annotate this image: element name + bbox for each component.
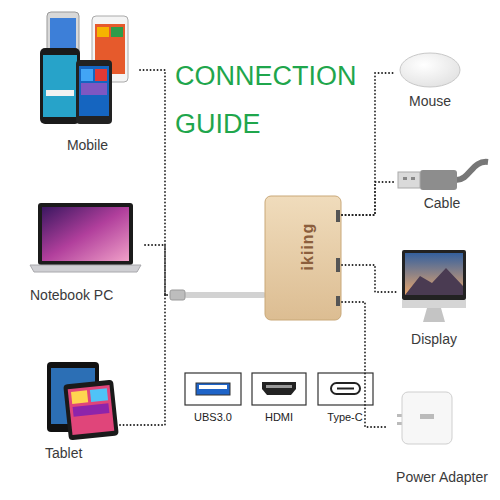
device-label: Mouse [409,93,451,110]
dotted-connector [342,73,394,215]
port-icons [337,388,354,390]
power-adapter-illustration [402,392,452,444]
dotted-connector [342,302,388,427]
device-label: Cable [424,195,461,212]
dotted-connector [120,295,168,425]
mobile-phones [43,55,77,117]
dotted-connector [145,245,168,295]
cable-illustration [398,172,420,188]
mouse-illustration [400,53,460,87]
mobile-phones [79,66,109,116]
cable-illustration [403,177,407,180]
mobile-phones [95,69,107,81]
cable-illustration [456,162,488,180]
port-icons [199,385,227,389]
adapter-illustration [336,210,340,222]
tablet-illustration [47,362,119,440]
device-label: Display [411,331,457,348]
dotted-connector [342,265,396,292]
mobile-phones [111,27,123,37]
adapter-illustration [170,290,185,300]
cable-illustration [398,162,488,190]
tablet-illustration [63,380,119,441]
adapter-illustration [184,292,266,298]
adapter-illustration [336,258,340,272]
adapter-illustration [336,296,340,306]
adapter-hub: ikiing [168,196,342,320]
dotted-connector [342,182,394,215]
device-label: Tablet [45,445,82,462]
display-illustration [402,250,466,300]
dotted-connector [140,70,168,295]
mobile-phones [46,90,74,96]
display-illustration [405,268,463,295]
cable-illustration [420,170,457,190]
tablet-illustration [63,380,119,441]
peripheral-group: Mouse [394,48,466,110]
display-illustration [405,253,463,295]
device-label: Power Adapter [396,469,488,486]
notebook-illustration [30,265,141,272]
tablet-illustration [90,388,108,402]
notebook-illustration [42,207,129,261]
peripheral-group: Power Adapter [388,386,496,486]
device-group: Tablet [40,360,120,462]
peripheral-group: Cable [394,162,490,212]
device-group: Notebook PC [25,198,145,304]
guide-title: CONNECTION GUIDE [175,52,370,148]
tablet-illustration [71,390,88,404]
mobile-phones [40,12,128,124]
notebook-illustration [30,203,141,272]
port-icons [262,382,296,395]
power-adapter-illustration [420,414,434,419]
port-label: HDMI [244,411,314,424]
notebook-illustration [38,203,133,265]
mobile-phones [76,60,112,124]
port-label: UBS3.0 [178,411,248,424]
adapter-illustration [170,196,341,320]
port-icons [266,385,292,388]
display-illustration [402,250,466,322]
tablet-illustration [68,385,115,435]
device-label: Notebook PC [30,287,113,304]
port-icons [331,383,360,394]
mobile-phones [40,48,80,124]
peripheral-group: Display [396,245,472,348]
cable-illustration [411,177,415,180]
brand-logo: ikiing [300,222,317,270]
port-icons [185,373,373,405]
display-illustration [423,308,445,322]
port-icons [252,373,306,405]
power-adapter-illustration [397,392,452,444]
mobile-phones [97,27,109,37]
display-illustration [402,300,466,308]
mobile-phones [81,69,93,81]
mobile-phones [81,83,107,95]
port-label: Type-C [310,411,380,424]
port-icons [196,383,230,395]
adapter-illustration [265,196,341,320]
port-icons [185,373,241,405]
mouse-illustration [400,53,460,87]
device-label: Mobile [67,137,108,154]
device-group: Mobile [35,8,140,154]
tablet-illustration [73,403,110,417]
